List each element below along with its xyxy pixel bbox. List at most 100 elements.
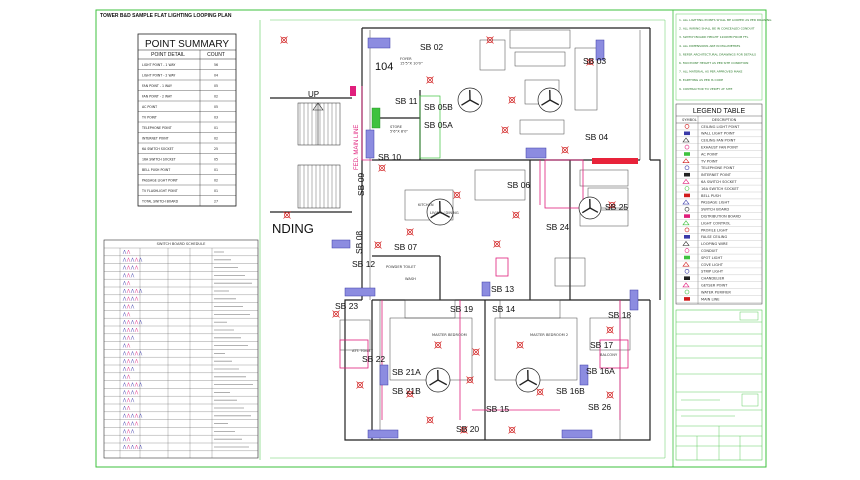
legend-description: CHANDELIER — [701, 277, 725, 281]
switch-board-label: SB 18 — [608, 310, 631, 320]
point-summary-detail: INTERNET POINT — [142, 137, 169, 141]
legend-symbol-icon — [682, 220, 690, 226]
legend-symbol-icon — [684, 227, 690, 233]
point-summary-count: 27 — [214, 200, 218, 204]
switch-board-label: SB 12 — [352, 259, 375, 269]
legend-description: CEILING FAN POINT — [701, 139, 736, 143]
legend-symbol-icon — [684, 152, 690, 156]
light-point-icon — [453, 191, 461, 199]
legend-description: PROFILE LIGHT — [701, 228, 729, 232]
legend-description: DISTRIBUTION BOARD — [701, 215, 741, 219]
point-summary-count: 05 — [214, 158, 218, 162]
point-summary-detail: LIGHT POINT - 1 WAY — [142, 63, 175, 67]
legend-description: STRIP LIGHT — [701, 270, 724, 274]
switch-board-label: SB 07 — [394, 242, 417, 252]
switch-board-label: SB 23 — [335, 301, 358, 311]
switch-board-label: SB 06 — [507, 180, 530, 190]
note-line: 4. ALL DIMENSIONS ARE IN MILLIMETRES — [679, 44, 740, 48]
note-line: 6. FAN POINT HEIGHT AS PER SITE CONDITIO… — [679, 61, 748, 65]
stair-up-label: UP — [308, 90, 319, 99]
ceiling-fan-icon — [425, 367, 451, 393]
legend-symbol-icon — [684, 268, 690, 274]
legend-symbol-icon — [684, 255, 690, 260]
point-summary-detail: FAN POINT - 1 WAY — [142, 84, 172, 88]
light-point-icon — [374, 241, 382, 249]
legend-symbol-icon — [682, 137, 690, 143]
point-summary-count: 02 — [214, 95, 218, 99]
light-point-icon — [426, 76, 434, 84]
point-summary-count: 04 — [214, 74, 218, 78]
room-name: ATT. TOILET — [352, 349, 374, 353]
note-line: 2. ALL WIRING SHALL BE IN CONCEALED COND… — [679, 27, 755, 31]
point-summary-count: 02 — [214, 179, 218, 183]
legend-symbol-icon — [684, 172, 690, 177]
light-point-icon — [466, 376, 474, 384]
note-line: 8. EARTHING AS PER IS CODE — [679, 78, 723, 82]
light-point-icon — [536, 388, 544, 396]
room-size: 15'5"X 10'0" — [400, 62, 423, 66]
legend-symbol-icon — [684, 235, 690, 239]
switch-board-label: SB 10 — [378, 152, 401, 162]
legend-symbol-icon — [684, 289, 690, 295]
note-line: 9. CONTRACTOR TO VERIFY AT SITE — [679, 87, 732, 91]
switch-board-label: SB 21A — [392, 367, 421, 377]
floor-plan: UP NDING — [270, 27, 661, 441]
note-line: 1. ALL LIGHTING POINTS SHALL BE LOOPED A… — [679, 18, 772, 22]
room-name: FOYER — [400, 57, 412, 61]
light-point-icon — [283, 211, 291, 219]
staircase: UP NDING — [270, 90, 352, 249]
switch-board-label: SB 22 — [362, 354, 385, 364]
point-summary-detail: 16A SWITCH SOCKET — [142, 158, 176, 162]
switch-board-label: SB 08 — [354, 231, 364, 254]
point-summary-title: POINT SUMMARY — [145, 39, 229, 50]
legend-description: BELL PUSH — [701, 194, 721, 198]
switch-board-label: SB 25 — [605, 202, 628, 212]
light-point-icon — [606, 326, 614, 334]
light-point-icon — [561, 146, 569, 154]
legend-symbol-icon — [684, 131, 690, 136]
legend-description: EXHAUST FAN POINT — [701, 146, 739, 150]
light-point-icon — [332, 310, 340, 318]
point-summary-detail: LIGHT POINT - 2 WAY — [142, 74, 175, 78]
switch-board-label: SB 20 — [456, 424, 479, 434]
light-point-icon — [486, 36, 494, 44]
ceiling-fan-icon — [515, 367, 541, 393]
legend-description: FALSE CEILING — [701, 235, 727, 239]
room-name: MASTER BEDROOM — [432, 333, 467, 337]
point-summary-detail: TELEPHONE POINT — [141, 126, 172, 130]
legend-description: MAIN LINE — [701, 297, 720, 301]
room-name: STORE — [390, 125, 403, 129]
light-point-icon — [508, 426, 516, 434]
room-name: WASH — [405, 277, 416, 281]
light-point-icon — [472, 348, 480, 356]
point-summary-count: 56 — [214, 63, 218, 67]
point-summary-detail: FAN POINT - 2 WAY — [142, 95, 172, 99]
light-point-icon — [508, 96, 516, 104]
legend-description: AC POINT — [701, 152, 719, 156]
light-point-icon — [512, 211, 520, 219]
point-summary-col-detail: POINT DETAIL — [151, 52, 185, 58]
switch-board-label: SB 21B — [392, 386, 421, 396]
switch-schedule-table: SWITCH BOARD SCHEDULE — [103, 239, 259, 459]
point-summary-count: 05 — [214, 105, 218, 109]
switch-board-label: SB 05A — [424, 120, 453, 130]
room-name: BALCONY — [600, 353, 618, 357]
light-point-icon — [426, 416, 434, 424]
light-point-icon — [606, 391, 614, 399]
general-notes: 1. ALL LIGHTING POINTS SHALL BE LOOPED A… — [675, 13, 772, 101]
legend-description: TV POINT — [700, 159, 719, 163]
legend-table: LEGEND TABLE SYMBOL DESCRIPTION CEILING … — [675, 103, 763, 305]
switch-board-label: SB 11 — [395, 96, 418, 106]
point-summary-detail: 6A SWITCH SOCKET — [142, 147, 174, 151]
switch-board-label: SB 24 — [546, 222, 569, 232]
light-point-icon — [378, 164, 386, 172]
legend-description: SWITCH BOARD — [701, 208, 729, 212]
point-summary-count: 01 — [214, 168, 218, 172]
bedroom-furniture — [339, 257, 631, 381]
room-name: KITCHEN — [418, 203, 434, 207]
switch-board-label: SB 16B — [556, 386, 585, 396]
room-size: 5'6"X 8'0" — [390, 130, 408, 134]
legend-description: GEYSER POINT — [701, 284, 728, 288]
point-summary-count: 01 — [214, 189, 218, 193]
